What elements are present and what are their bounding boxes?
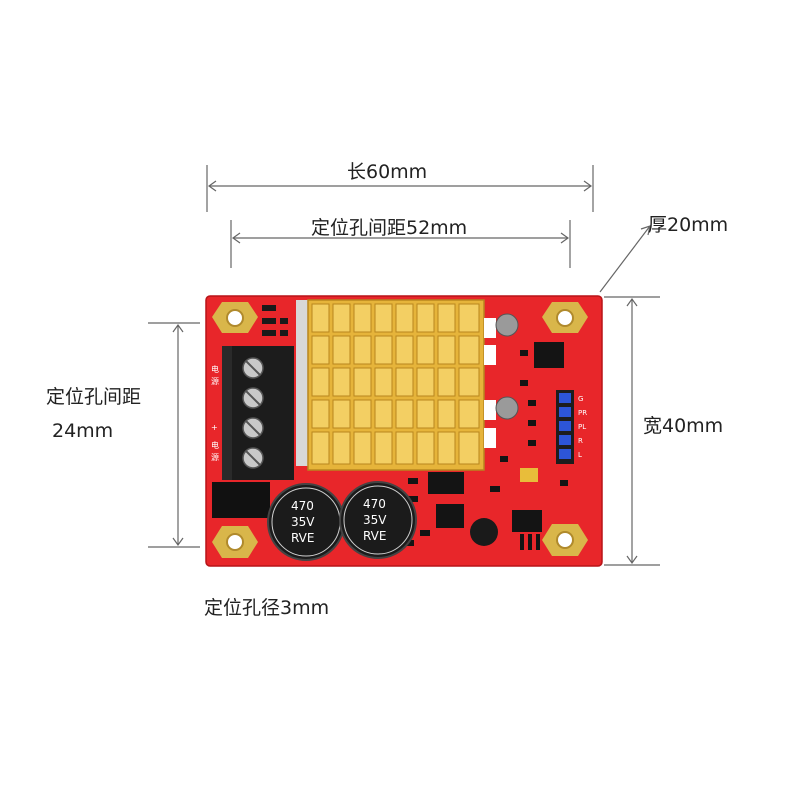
heatsink xyxy=(307,299,485,471)
hole-spacing-vertical-value: 24mm xyxy=(52,420,114,442)
pin-label-pr: PR xyxy=(578,409,587,417)
terminal-silkscreen-labels: 电 源 + 电 源 xyxy=(211,364,219,462)
mount-hole-bottom-right xyxy=(542,524,588,556)
capacitor-left-line-3: RVE xyxy=(291,531,314,545)
small-caps-right xyxy=(484,313,519,448)
terminal-label-4: 电 xyxy=(211,440,219,450)
electrolytic-capacitor-right: 470 35V RVE xyxy=(339,481,417,559)
hole-spacing-vertical-line xyxy=(148,322,200,548)
mount-hole-bottom-left xyxy=(212,526,258,558)
capacitor-right-line-3: RVE xyxy=(363,529,386,543)
width-label: 宽40mm xyxy=(643,415,724,437)
dc-power-jack xyxy=(212,482,270,518)
smd-components-top-left xyxy=(262,305,288,336)
terminal-label-3: + xyxy=(211,423,218,432)
mount-hole-top-right xyxy=(542,302,588,333)
pin-label-g: G xyxy=(578,395,583,403)
pin-label-pl: PL xyxy=(578,423,586,431)
mount-hole-top-left xyxy=(212,302,258,333)
thickness-label: 厚20mm xyxy=(648,214,729,236)
ic-chips xyxy=(404,342,568,550)
length-label: 长60mm xyxy=(347,161,428,183)
pin-silkscreen-labels: G PR PL R L xyxy=(578,395,587,459)
pin-label-r: R xyxy=(578,437,583,445)
hole-spacing-horizontal-label: 定位孔间距52mm xyxy=(311,217,468,239)
pin-header xyxy=(556,390,574,464)
pin-label-l: L xyxy=(578,451,582,459)
capacitor-right-line-1: 470 xyxy=(363,497,386,511)
hole-spacing-horizontal-line xyxy=(230,220,571,268)
hole-diameter-label: 定位孔径3mm xyxy=(204,597,330,619)
pcb-board: 电 源 + 电 源 xyxy=(205,295,603,567)
terminal-label-1: 电 xyxy=(211,364,219,374)
hole-spacing-vertical-title: 定位孔间距 xyxy=(46,386,142,408)
terminal-label-5: 源 xyxy=(211,453,219,462)
thickness-pointer-line xyxy=(599,225,651,293)
heatsink-fins xyxy=(311,303,480,465)
electrolytic-capacitor-left: 470 35V RVE xyxy=(267,483,345,561)
capacitor-right-line-2: 35V xyxy=(363,513,387,527)
length-dimension-line xyxy=(206,165,594,212)
capacitor-left-line-1: 470 xyxy=(291,499,314,513)
capacitor-left-line-2: 35V xyxy=(291,515,315,529)
screw-terminal-block xyxy=(222,346,294,480)
width-dimension-line xyxy=(604,296,660,566)
terminal-label-2: 源 xyxy=(211,377,219,386)
